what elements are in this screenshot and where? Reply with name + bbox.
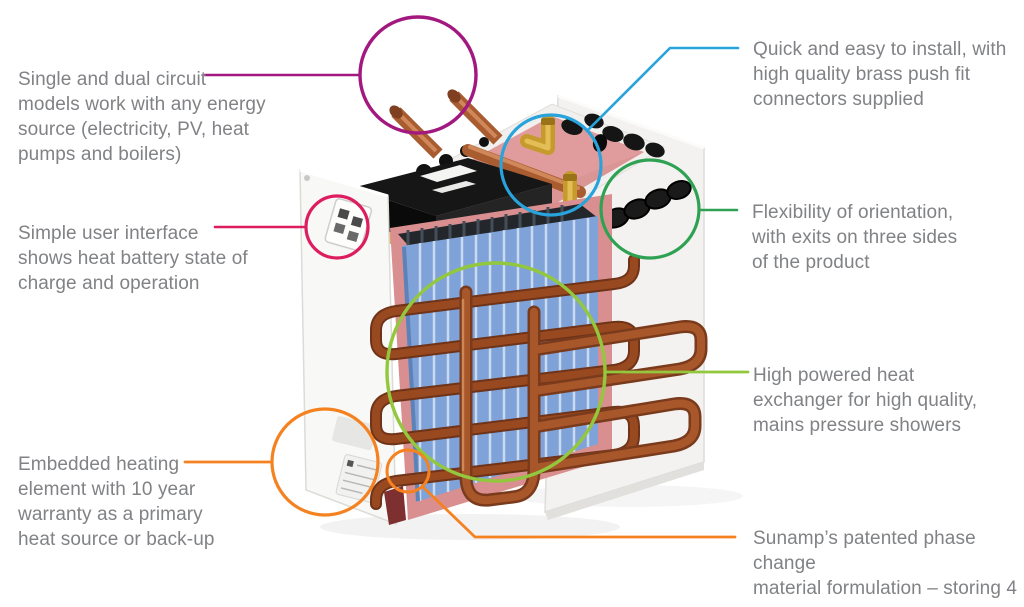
base-bracket xyxy=(384,486,406,525)
callout-text-heating-element: Embedded heating element with 10 year wa… xyxy=(18,454,215,550)
callout-text-phase-change-material: Sunamp’s patented phase change material … xyxy=(753,528,1018,607)
highlight-circle-quick-install xyxy=(499,113,603,217)
highlight-circle-single-dual-circuit xyxy=(358,15,478,135)
callout-text-quick-install: Quick and easy to install, with high qua… xyxy=(753,39,1007,110)
highlight-circle-orientation-flexibility xyxy=(599,158,701,260)
brass-elbow-fitting xyxy=(520,115,555,155)
panel-top-highlight xyxy=(557,94,705,150)
callout-text-orientation-flexibility: Flexibility of orientation, with exits o… xyxy=(752,202,958,273)
panel-top-highlight xyxy=(299,168,389,198)
rear-heat-exchanger-coil xyxy=(370,254,640,510)
rating-label-sticker xyxy=(332,416,377,451)
control-box-label xyxy=(420,165,477,182)
right-side-panel-bottom-edge xyxy=(545,462,704,520)
control-box-label xyxy=(432,181,476,193)
pcm-cell-edge xyxy=(402,246,420,502)
highlight-circle-heating-element xyxy=(270,407,380,517)
callout-overlay xyxy=(183,15,750,539)
highlight-circle-phase-change-material xyxy=(385,448,431,494)
front-heat-exchanger-coil xyxy=(459,285,708,507)
highlight-circle-user-interface xyxy=(304,194,370,260)
callout-text-heat-exchanger: High powered heat exchanger for high qua… xyxy=(753,365,978,436)
highlight-circle-heat-exchanger xyxy=(385,261,607,483)
callout-text-user-interface: Simple user interface shows heat battery… xyxy=(18,223,248,294)
deck-copper-pipe xyxy=(462,144,586,198)
callout-line-quick-install xyxy=(585,46,740,133)
panel-screw xyxy=(304,175,310,181)
heat-battery-illustration xyxy=(299,89,743,540)
callout-line-phase-change-material xyxy=(421,485,737,539)
callout-text-single-dual-circuit: Single and dual circuit models work with… xyxy=(18,69,266,165)
